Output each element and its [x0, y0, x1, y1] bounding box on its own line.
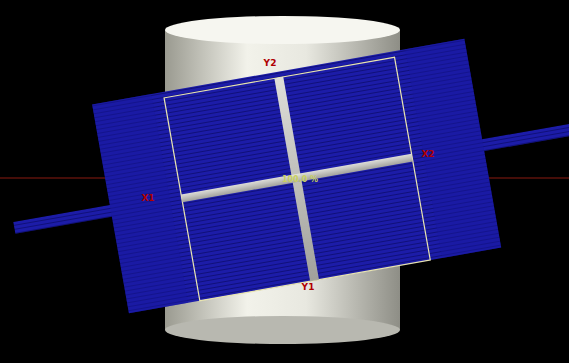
phantom-top [165, 16, 400, 44]
jaw-x1 [92, 94, 188, 313]
jaw-label: X1 [141, 194, 154, 203]
mlc-collimator [0, 21, 569, 330]
jaw-label: Y1 [302, 283, 315, 292]
mlc-leaves [92, 39, 501, 313]
jaw-x2 [405, 39, 501, 258]
jaw-label: Y2 [264, 59, 277, 68]
jaw-label: X2 [421, 150, 434, 159]
field-outline [164, 57, 430, 301]
phantom-bottom [165, 316, 400, 344]
crosshair-horizontal [181, 154, 413, 203]
dose-percent: 100.0 % [282, 176, 318, 184]
